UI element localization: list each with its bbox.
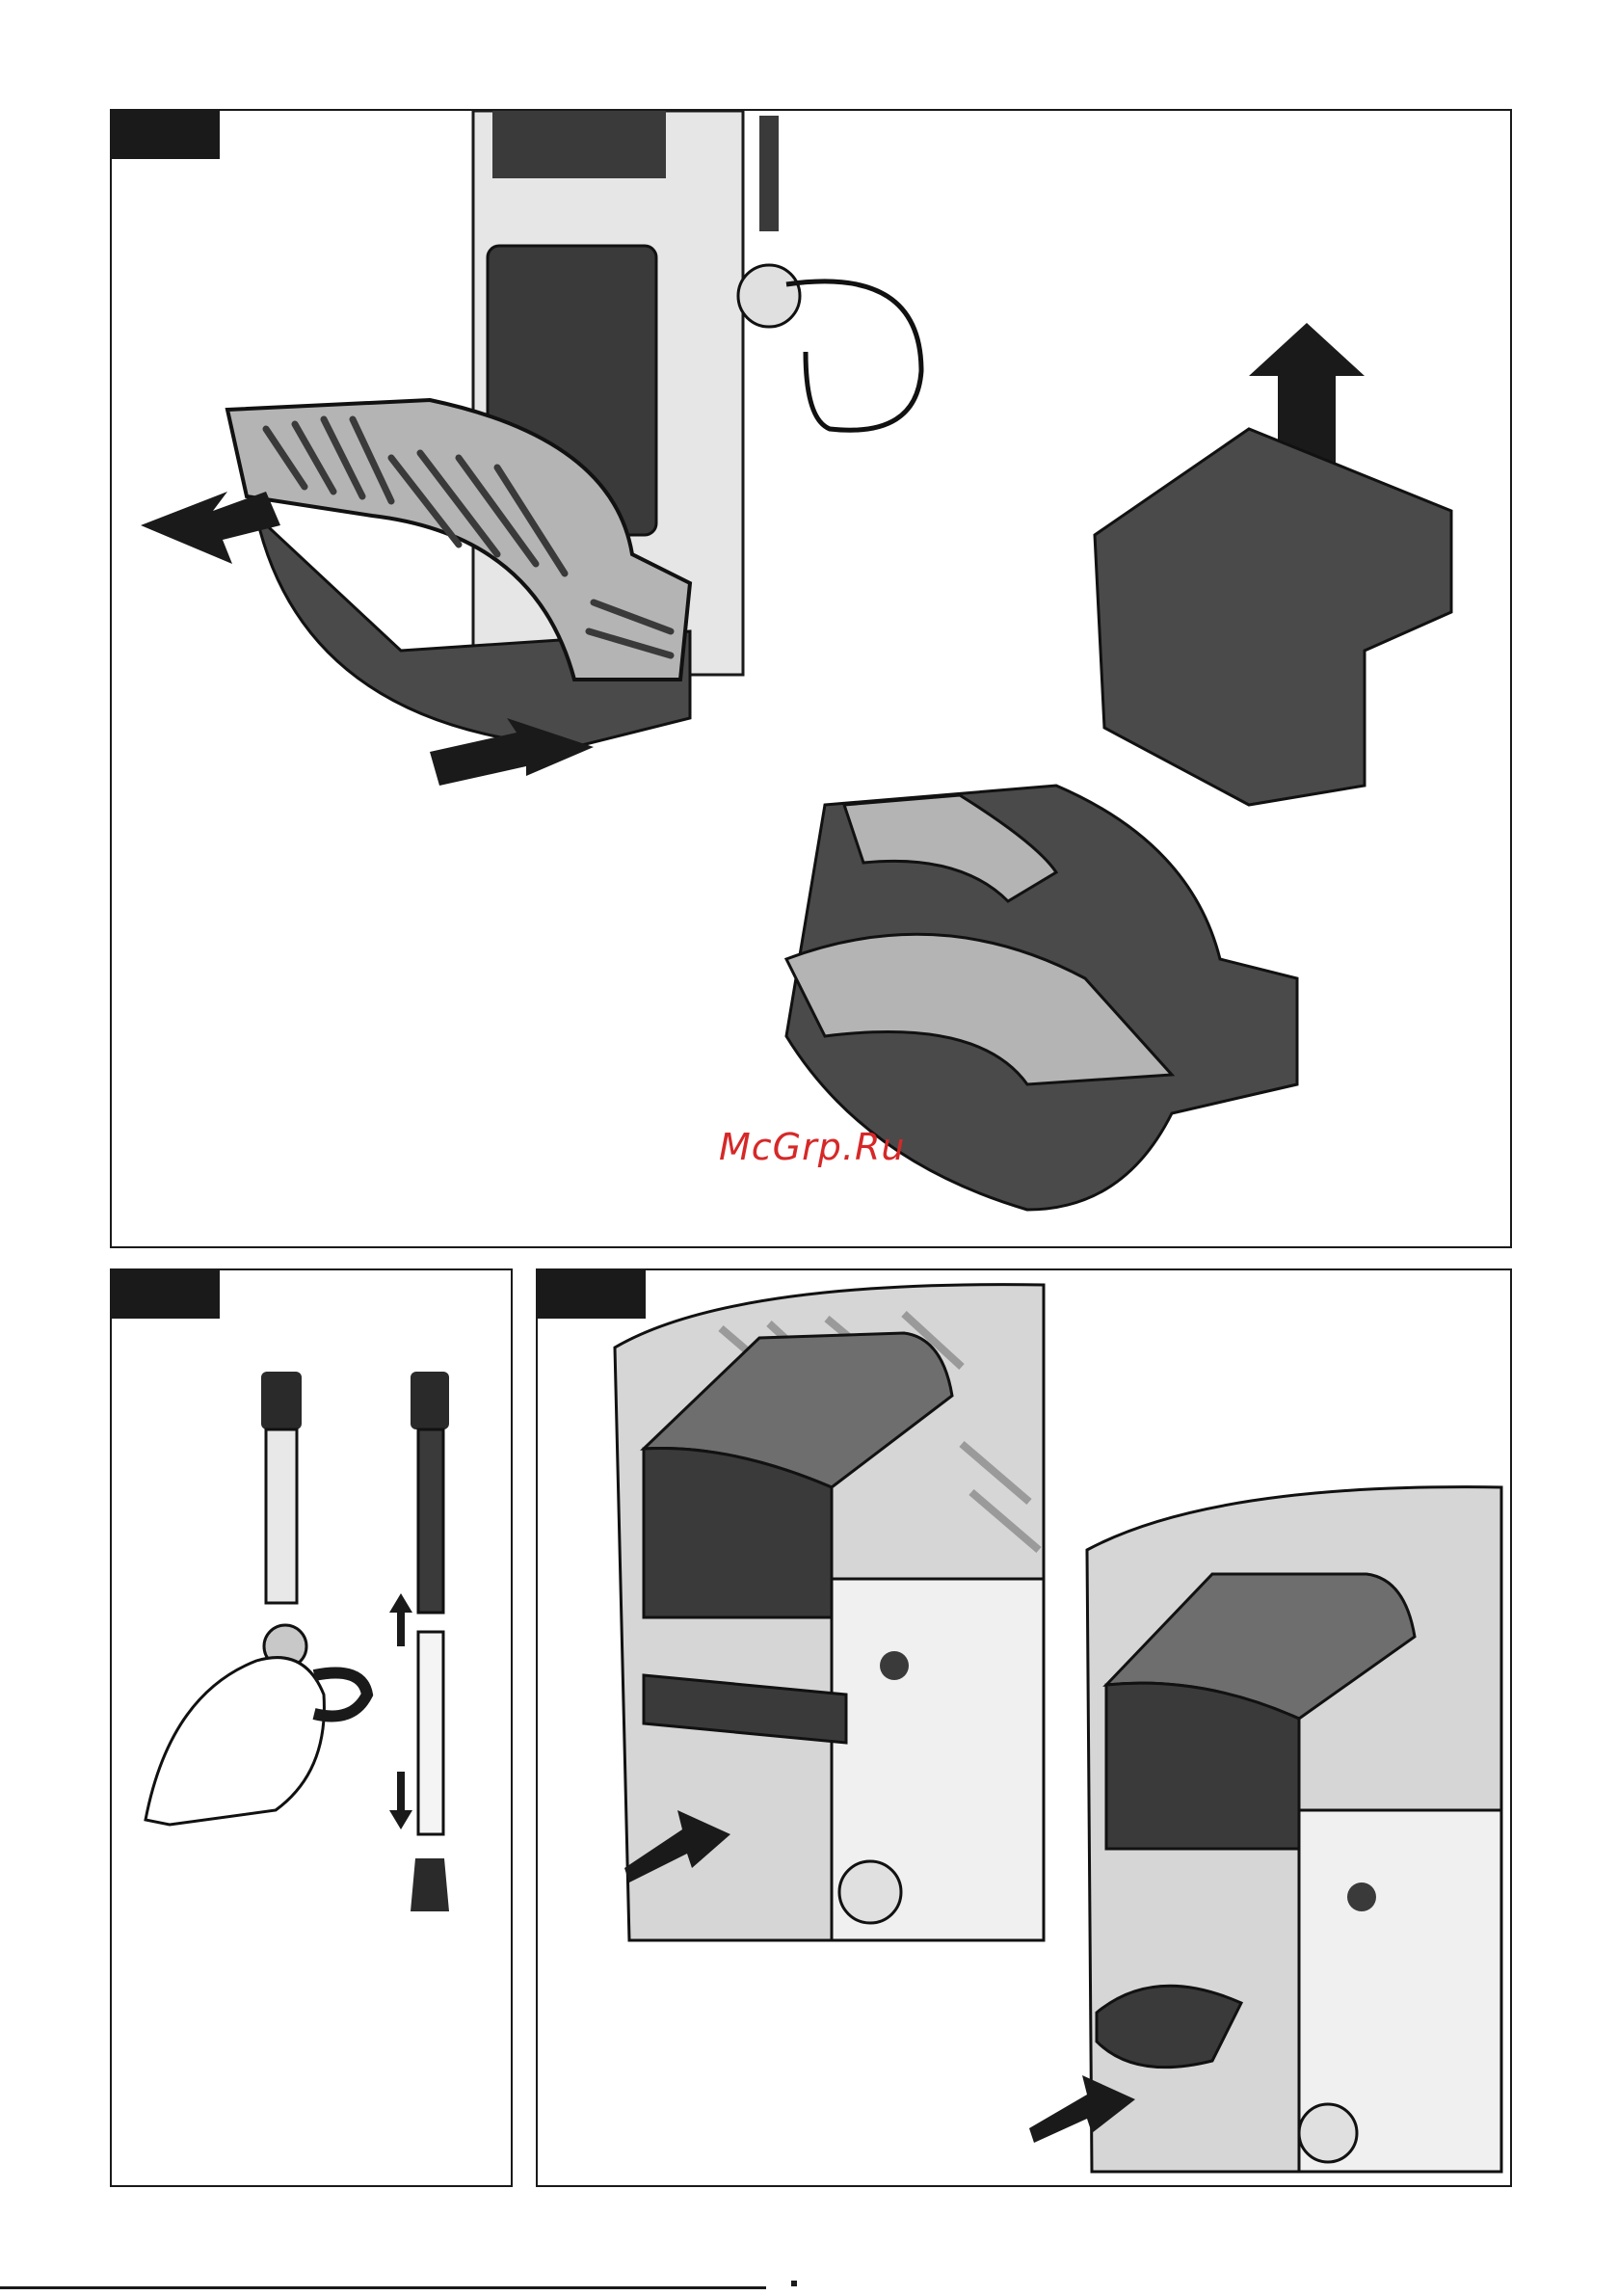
water-filter-illustration [112, 1270, 513, 2187]
steam-knob [738, 265, 800, 327]
drip-tray-illustration [112, 111, 1512, 1248]
figure-panel-brew-unit [536, 1268, 1512, 2187]
arrow-up-icon [389, 1593, 412, 1646]
capsule-drawer-removed [1095, 429, 1451, 805]
arrow-left [141, 492, 280, 564]
footer-mark [791, 2281, 797, 2286]
steam-wand [759, 116, 779, 231]
hand-icon [146, 1658, 324, 1825]
filter-cap [261, 1372, 302, 1429]
figure-panel-drip-tray [110, 109, 1512, 1248]
control-panel-2 [1106, 1683, 1299, 1849]
figure-panel-water-filter [110, 1268, 513, 2187]
power-button-2 [1347, 1882, 1376, 1911]
arrow-down-icon [389, 1772, 412, 1829]
power-button-1 [880, 1651, 909, 1680]
brew-unit-illustration [538, 1270, 1512, 2187]
steam-hose [786, 281, 921, 430]
watermark-text: McGrp.Ru [719, 1126, 905, 1168]
footer-rule [0, 2286, 766, 2289]
machine-top [492, 111, 666, 178]
filter-tube [266, 1429, 297, 1603]
